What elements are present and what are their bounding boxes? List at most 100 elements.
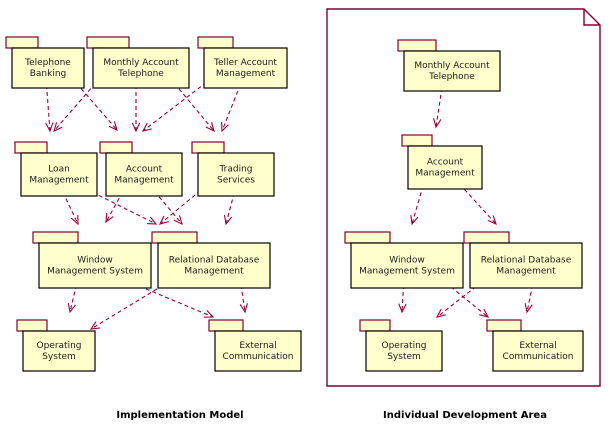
dependency-arrowhead bbox=[45, 122, 54, 133]
dependency-arrowhead bbox=[487, 215, 497, 225]
dependency-monthly-account-telephone-to-trading-services bbox=[169, 77, 215, 133]
package-body bbox=[407, 145, 483, 190]
package-name-line: Management bbox=[184, 267, 244, 277]
dependency-account-management-to-window-management-system bbox=[105, 185, 127, 224]
dependency-trading-services-to-relational-database-management bbox=[223, 185, 237, 226]
package-name-line: Monthly Account bbox=[414, 61, 490, 71]
dependency-line bbox=[53, 77, 101, 132]
package-name-line: Management bbox=[496, 267, 556, 277]
dependency-monthly-account-telephone-to-loan-management bbox=[53, 77, 101, 133]
package-name-line: Banking bbox=[30, 69, 67, 79]
package-name-line: Telephone bbox=[117, 69, 164, 79]
dependency-arrowhead bbox=[141, 122, 152, 132]
package-tab bbox=[16, 319, 48, 332]
package-tab bbox=[86, 36, 130, 49]
package-body bbox=[469, 242, 583, 289]
panel-frame bbox=[326, 8, 601, 387]
package-body bbox=[350, 242, 464, 289]
package-body bbox=[105, 152, 183, 197]
panel-frame-fold-icon bbox=[583, 9, 600, 26]
package-name-line: Management System bbox=[359, 267, 455, 277]
package-name-line: Trading bbox=[218, 165, 252, 175]
package-name-line: Relational Database bbox=[481, 256, 572, 266]
dependency-arrowhead bbox=[158, 215, 169, 225]
dependency-arrowhead bbox=[203, 310, 215, 318]
package-body bbox=[157, 242, 271, 289]
panel-caption-individual-development-area: Individual Development Area bbox=[383, 410, 547, 421]
dependency-arrowhead bbox=[223, 215, 233, 226]
package-body bbox=[20, 152, 98, 197]
dependency-arrowhead bbox=[146, 216, 158, 225]
package-name-line: Account bbox=[126, 165, 163, 175]
package-name-line: Communication bbox=[503, 352, 574, 362]
dependency-arrowhead bbox=[221, 121, 229, 133]
package-body bbox=[197, 152, 275, 197]
package-name-line: System bbox=[387, 352, 421, 362]
package-name-line: Teller Account bbox=[213, 58, 277, 68]
package-body bbox=[365, 330, 443, 372]
package-name-line: Communication bbox=[223, 352, 294, 362]
package-tab bbox=[151, 231, 198, 244]
dependency-arrowhead bbox=[131, 122, 141, 133]
dependency-arrowhead bbox=[435, 308, 446, 318]
dependency-window-management-system-to-operating-system bbox=[67, 277, 79, 314]
package-tab bbox=[208, 319, 244, 332]
dependency-arrowhead bbox=[205, 122, 215, 133]
dependency-line bbox=[401, 277, 405, 313]
package-name-line: Management bbox=[114, 176, 174, 186]
package-name-line: External bbox=[239, 341, 276, 351]
package-name-line: Operating bbox=[382, 341, 427, 351]
dependency-line bbox=[526, 277, 535, 313]
package-name-line: Management bbox=[415, 169, 475, 179]
package-tab bbox=[32, 231, 79, 244]
package-tab bbox=[99, 141, 133, 154]
package-name-line: Relational Database bbox=[169, 256, 260, 266]
package-name-line: External bbox=[519, 341, 556, 351]
dependency-arrowhead bbox=[108, 121, 118, 132]
package-body bbox=[492, 330, 584, 372]
package-tab bbox=[401, 134, 433, 147]
package-body bbox=[403, 50, 501, 92]
dependency-arrowhead bbox=[433, 118, 442, 129]
package-body bbox=[203, 47, 288, 89]
package-name-line: Window bbox=[389, 256, 425, 266]
dependency-teller-account-management-to-account-management bbox=[141, 77, 213, 132]
panel-caption-implementation-model: Implementation Model bbox=[116, 410, 243, 421]
dependency-arrowhead bbox=[105, 212, 114, 224]
package-name-line: Loan bbox=[48, 165, 70, 175]
package-name-line: Telephone bbox=[24, 58, 71, 68]
dependency-arrowhead bbox=[53, 122, 63, 133]
package-body bbox=[22, 330, 96, 372]
package-tab bbox=[463, 231, 510, 244]
package-tab bbox=[14, 141, 48, 154]
package-name-line: Account bbox=[427, 158, 464, 168]
package-tab bbox=[197, 36, 234, 49]
dependency-arrowhead bbox=[89, 321, 100, 330]
package-body bbox=[92, 47, 190, 89]
panel-individual-development-area: Monthly AccountTelephoneAccountManagemen… bbox=[326, 8, 601, 387]
package-tab bbox=[359, 319, 391, 332]
dependency-telephone-banking-to-account-management bbox=[71, 77, 118, 132]
dependency-arrowhead bbox=[410, 215, 419, 226]
package-body bbox=[214, 330, 302, 372]
package-body bbox=[11, 47, 85, 89]
package-name-line: Management bbox=[29, 176, 89, 186]
